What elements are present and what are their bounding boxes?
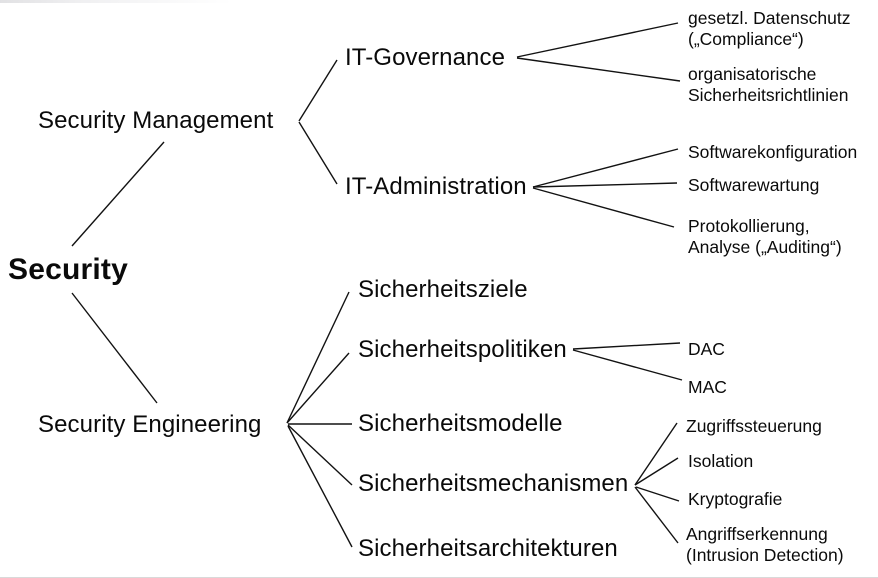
node-sicherheitsmechanismen: Sicherheitsmechanismen	[358, 470, 629, 497]
edge-politiken-to-dac	[572, 342, 681, 350]
node-sicherheitsziele: Sicherheitsziele	[358, 276, 528, 303]
node-kryptografie: Kryptografie	[688, 489, 783, 509]
edge-management-to-governance	[298, 59, 338, 122]
node-zugriffssteuerung: Zugriffssteuerung	[686, 416, 822, 436]
edge-politiken-to-mac	[572, 349, 683, 381]
edge-mechanismen-to-kryptografie	[635, 486, 680, 502]
edge-engineering-to-mechanismen	[287, 424, 353, 486]
node-security: Security	[8, 253, 128, 286]
edge-administration-to-softwarewartung	[532, 182, 678, 188]
node-dac: DAC	[688, 339, 725, 359]
node-softwarewartung: Softwarewartung	[688, 175, 820, 195]
node-protokollierung-analyse: Protokollierung, Analyse („Auditing“)	[688, 216, 842, 257]
node-organisatorische-richtlinien: organisatorische Sicherheitsrichtlinien	[688, 64, 849, 105]
edge-mechanismen-to-isolation	[634, 457, 679, 486]
node-mac: MAC	[688, 377, 727, 397]
node-security-management: Security Management	[38, 107, 274, 134]
node-angriffserkennung: Angriffserkennung (Intrusion Detection)	[686, 524, 844, 565]
edge-mechanismen-to-zugriffssteuerung	[634, 422, 678, 486]
node-gesetzl-datenschutz: gesetzl. Datenschutz („Compliance“)	[688, 8, 851, 49]
screenshot-artifact	[0, 0, 232, 3]
edge-administration-to-softwarekonfiguration	[532, 148, 679, 188]
edge-mechanismen-to-angriffserkennung	[634, 486, 679, 544]
edge-management-to-administration	[298, 121, 338, 185]
node-it-governance: IT-Governance	[345, 44, 506, 71]
node-security-engineering: Security Engineering	[38, 411, 262, 438]
edge-engineering-to-politiken	[286, 352, 350, 424]
edge-security-to-management	[71, 141, 165, 247]
edge-administration-to-protokollierung	[532, 187, 675, 228]
edge-security-to-engineering	[71, 292, 158, 404]
node-sicherheitspolitiken: Sicherheitspolitiken	[358, 336, 567, 363]
edge-governance-to-richtlinien	[516, 57, 681, 82]
node-it-administration: IT-Administration	[345, 173, 527, 200]
node-isolation: Isolation	[688, 451, 754, 471]
node-softwarekonfiguration: Softwarekonfiguration	[688, 142, 858, 162]
edge-governance-to-datenschutz	[516, 22, 679, 58]
edge-engineering-to-architekturen	[287, 425, 353, 548]
node-sicherheitsarchitekturen: Sicherheitsarchitekturen	[358, 535, 618, 562]
edge-engineering-to-ziele	[286, 291, 350, 424]
node-sicherheitsmodelle: Sicherheitsmodelle	[358, 410, 563, 437]
